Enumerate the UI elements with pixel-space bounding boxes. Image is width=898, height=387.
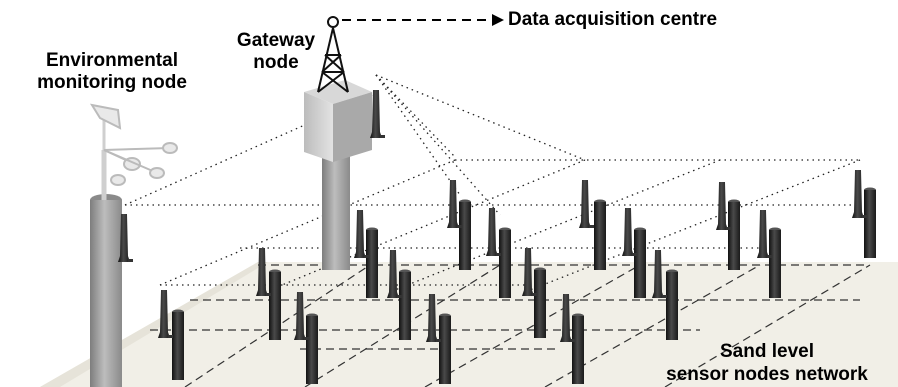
environmental-node (89, 103, 178, 387)
anemometer-icon (89, 103, 178, 200)
sensor-network-label: Sand level sensor nodes network (636, 340, 898, 386)
gateway-node-label: Gateway node (226, 30, 326, 74)
sensor-network-label-line2: sensor nodes network (666, 364, 868, 385)
tower-icon (317, 16, 349, 93)
gateway-node-label-line2: node (253, 52, 299, 73)
gateway-node (304, 16, 385, 270)
environmental-node-label: Environmental monitoring node (12, 50, 212, 94)
environmental-node-label-line2: monitoring node (37, 72, 187, 93)
antenna-icon (370, 90, 385, 138)
gateway-node-label-line1: Gateway (236, 30, 316, 51)
wireless-links (124, 74, 861, 291)
environmental-node-label-line1: Environmental (46, 50, 178, 71)
ground-plane (40, 262, 898, 387)
sensor-network-label-line1: Sand level (720, 341, 814, 362)
data-centre-label: Data acquisition centre (508, 9, 718, 30)
uplink-arrow (342, 14, 504, 26)
